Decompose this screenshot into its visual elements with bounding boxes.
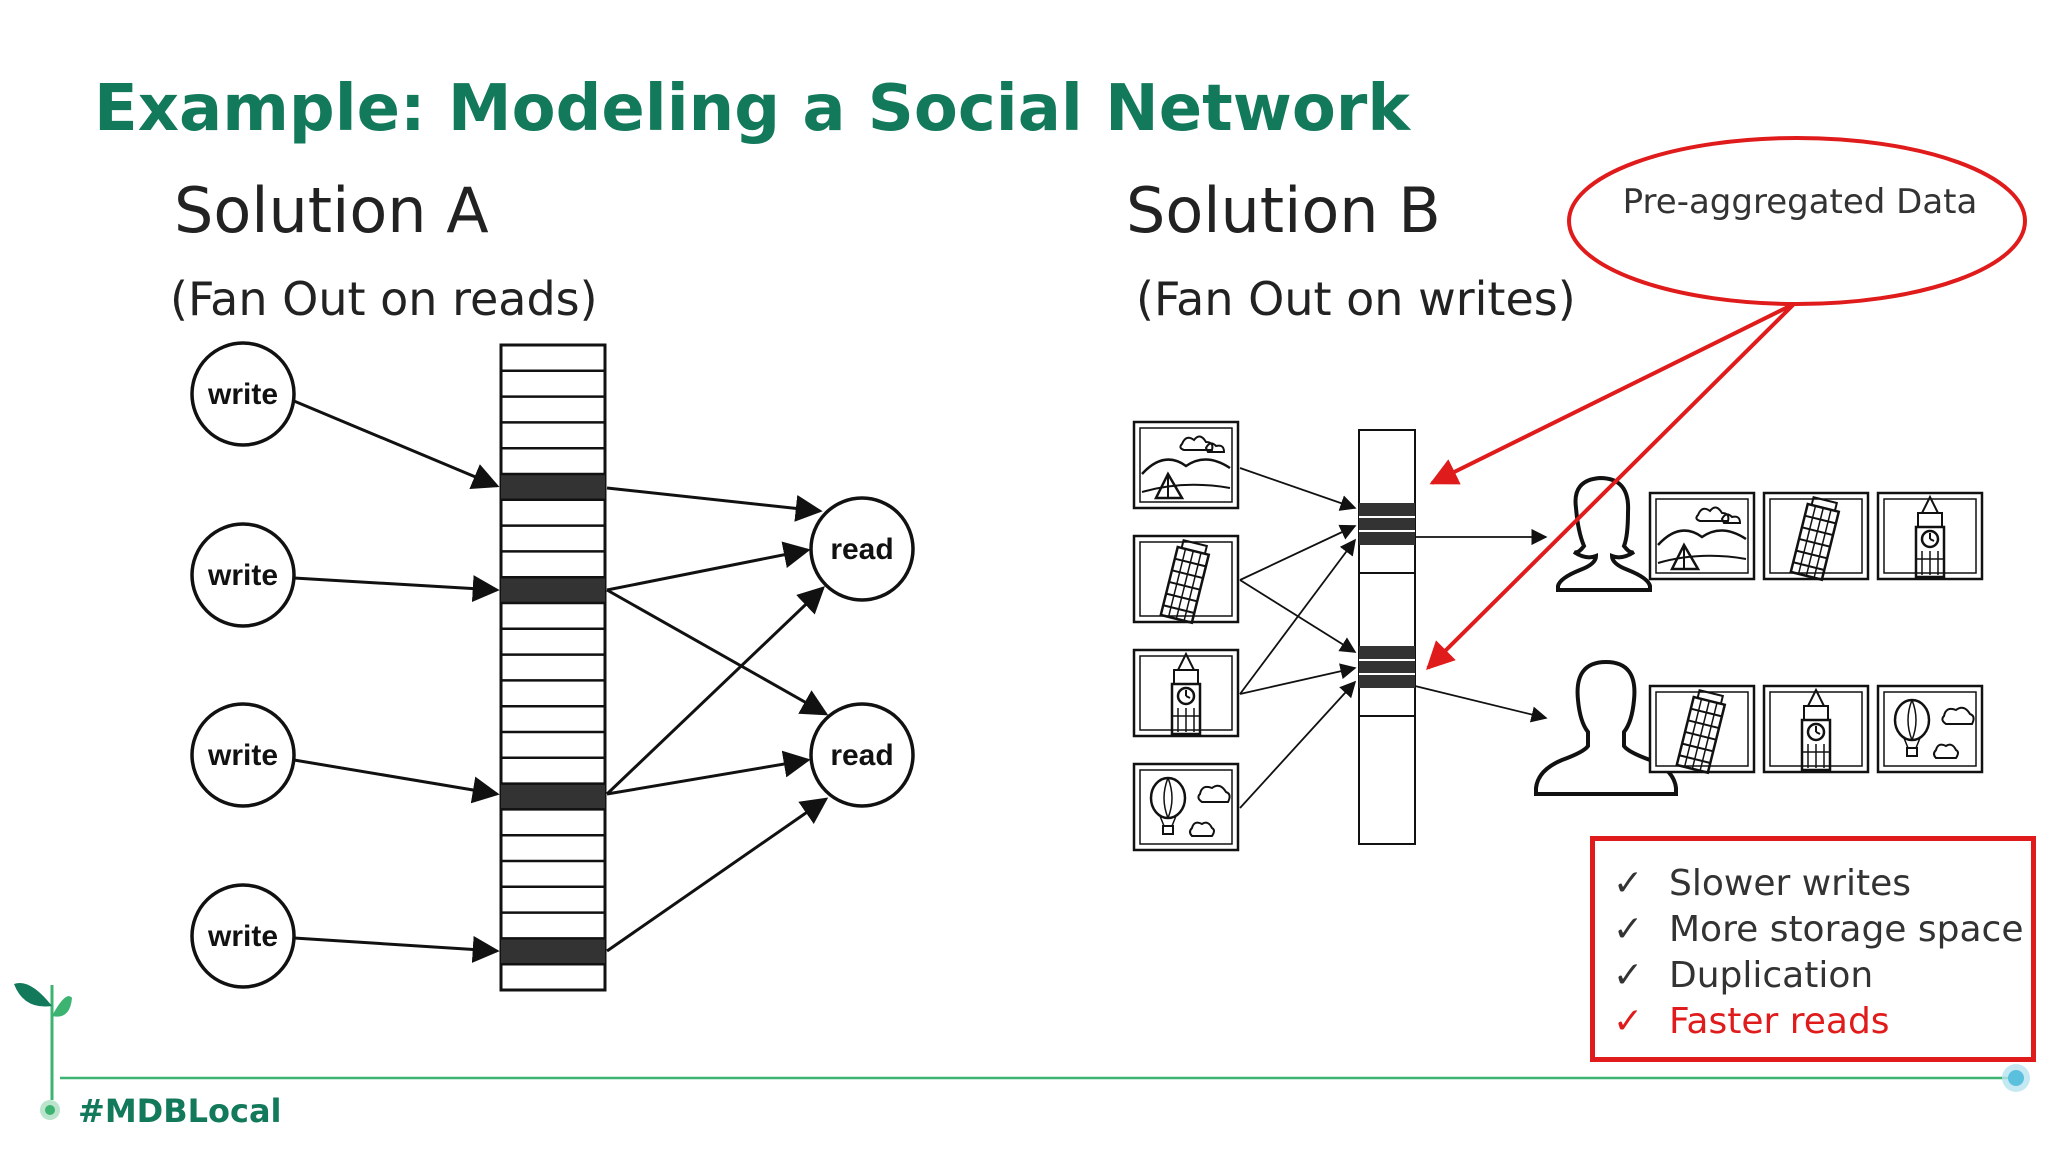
write-node-1: write bbox=[190, 341, 296, 447]
hot-air-balloon-photo-icon bbox=[1132, 762, 1240, 852]
big-ben-photo-icon bbox=[1132, 648, 1240, 738]
slide-title: Example: Modeling a Social Network bbox=[94, 72, 1410, 146]
storage-column-b bbox=[1358, 429, 1416, 845]
tradeoff-label: More storage space bbox=[1669, 909, 2024, 950]
storage-row-filled bbox=[501, 783, 605, 810]
solution-b-subheading: (Fan Out on writes) bbox=[1136, 272, 1576, 326]
timeline-pisa-photo-icon bbox=[1648, 684, 1756, 774]
write-node-3: write bbox=[190, 702, 296, 808]
storage-row-filled bbox=[501, 474, 605, 500]
check-icon: ✓ bbox=[1613, 955, 1644, 996]
write-label: write bbox=[207, 378, 278, 411]
timeline-bigben-photo-icon bbox=[1762, 684, 1870, 774]
write-node-2: write bbox=[190, 522, 296, 628]
timeline-bigben-photo-icon bbox=[1876, 491, 1984, 581]
write-label: write bbox=[207, 739, 278, 772]
timeline-balloon-photo-icon bbox=[1876, 684, 1984, 774]
write-label: write bbox=[207, 559, 278, 592]
check-icon: ✓ bbox=[1613, 909, 1644, 950]
pre-aggregated-callout bbox=[1567, 136, 2027, 306]
tradeoff-item-highlight: ✓ Faster reads bbox=[1613, 999, 2031, 1045]
pisa-tower-photo-icon bbox=[1132, 534, 1240, 624]
tradeoff-item: ✓ More storage space bbox=[1613, 907, 2031, 953]
tradeoff-item: ✓ Duplication bbox=[1613, 953, 2031, 999]
timeline-pisa-photo-icon bbox=[1762, 491, 1870, 581]
callout-arrows bbox=[1426, 302, 1796, 670]
sprout-logo-icon bbox=[14, 982, 72, 1120]
tradeoff-label: Faster reads bbox=[1669, 1001, 1890, 1042]
write-node-4: write bbox=[190, 883, 296, 989]
tradeoffs-box: ✓ Slower writes ✓ More storage space ✓ Dupl… bbox=[1590, 836, 2036, 1062]
storage-column-a bbox=[499, 343, 607, 992]
tradeoff-item: ✓ Slower writes bbox=[1613, 861, 2031, 907]
read-node-2: read bbox=[809, 702, 915, 808]
check-icon: ✓ bbox=[1613, 863, 1644, 904]
check-icon: ✓ bbox=[1613, 1001, 1644, 1042]
storage-rows-a bbox=[501, 369, 605, 966]
female-user-icon bbox=[1556, 475, 1652, 592]
read-label: read bbox=[830, 739, 893, 772]
solution-b-heading: Solution B bbox=[1126, 174, 1441, 247]
storage-rows-b bbox=[1359, 503, 1415, 717]
read-arrows bbox=[605, 486, 829, 953]
read-label: read bbox=[830, 533, 893, 566]
fanout-arrows-b bbox=[1239, 467, 1548, 809]
solution-a-heading: Solution A bbox=[174, 174, 489, 247]
solution-a-subheading: (Fan Out on reads) bbox=[170, 272, 598, 326]
storage-row-filled bbox=[501, 577, 605, 603]
tradeoff-label: Duplication bbox=[1669, 955, 1874, 996]
event-hashtag: #MDBLocal bbox=[78, 1092, 282, 1130]
callout-text: Pre-aggregated Data bbox=[1622, 182, 1978, 222]
accent-line-dot bbox=[2008, 1070, 2024, 1086]
landscape-tent-photo-icon bbox=[1132, 420, 1240, 510]
storage-row-filled bbox=[501, 938, 605, 965]
timeline-tent-photo-icon bbox=[1648, 491, 1756, 581]
tradeoff-label: Slower writes bbox=[1669, 863, 1911, 904]
write-arrows bbox=[293, 399, 500, 963]
write-label: write bbox=[207, 920, 278, 953]
read-node-1: read bbox=[809, 496, 915, 602]
